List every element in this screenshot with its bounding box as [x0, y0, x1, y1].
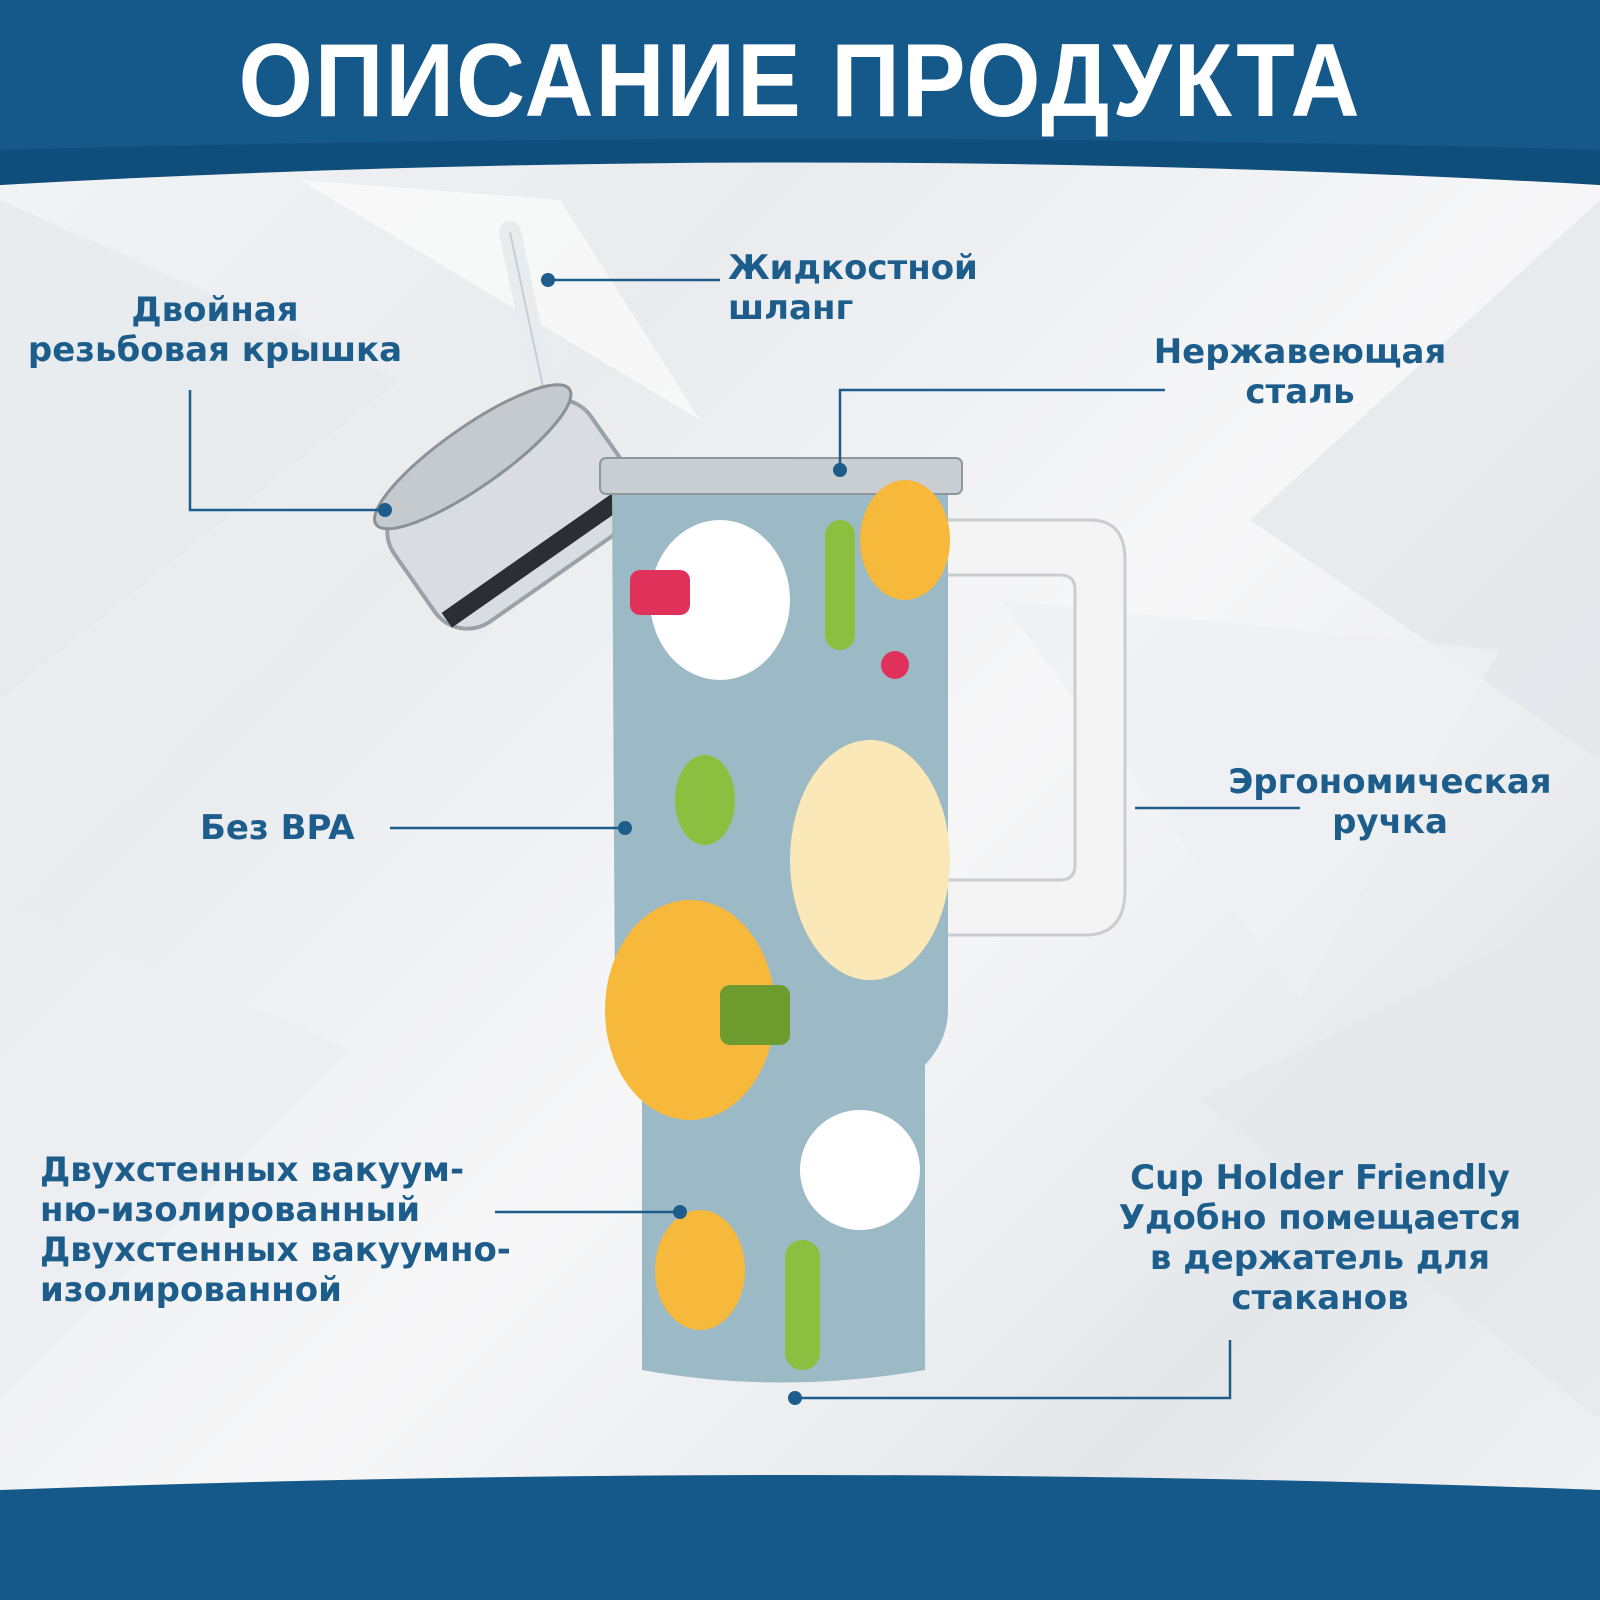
- callout-line: резьбовая крышка: [27, 330, 403, 370]
- callout-lid: Двойная резьбовая крышка: [15, 290, 415, 370]
- handle: [928, 518, 1127, 937]
- leader-dots: [378, 273, 847, 1405]
- callout-line: изолированной: [40, 1270, 342, 1310]
- callout-line: Двойная: [131, 290, 299, 330]
- llama-pattern: [605, 480, 950, 1370]
- leader-lines: [188, 278, 1300, 1400]
- header-banner: [0, 0, 1600, 185]
- page-title: ОПИСАНИЕ ПРОДУКТА: [238, 23, 1362, 139]
- callout-line: Cup Holder Friendly: [1130, 1158, 1510, 1198]
- callout-line: Двухстенных вакуум-: [40, 1150, 465, 1190]
- callout-line: Нержавеющая: [1153, 332, 1447, 372]
- footer-banner: [0, 1475, 1600, 1600]
- callout-line: в держатель для: [1149, 1238, 1491, 1278]
- callout-handle: Эргономическая ручка: [1195, 762, 1585, 842]
- callout-line: Удобно помещается: [1118, 1198, 1522, 1238]
- callout-line: Эргономическая: [1228, 762, 1552, 802]
- lid: [373, 383, 641, 631]
- callout-line: Двухстенных вакуумно-: [40, 1230, 511, 1270]
- callout-line: ню-изолированный: [40, 1190, 421, 1230]
- callout-bpa: Без BPA: [200, 808, 355, 848]
- callout-line: шланг: [728, 288, 854, 328]
- callout-insulation: Двухстенных вакуум- ню-изолированный Дву…: [40, 1150, 511, 1310]
- steel-rim: [599, 457, 963, 495]
- callout-cup-holder: Cup Holder Friendly Удобно помещается в …: [1100, 1158, 1540, 1318]
- callout-line: стаканов: [1231, 1278, 1409, 1318]
- callout-line: Без BPA: [200, 808, 355, 848]
- callout-line: сталь: [1245, 372, 1355, 412]
- callout-line: Жидкостной: [728, 248, 978, 288]
- callout-line: ручка: [1332, 802, 1448, 842]
- callout-straw: Жидкостной шланг: [728, 248, 978, 328]
- callout-steel: Нержавеющая сталь: [1135, 332, 1465, 412]
